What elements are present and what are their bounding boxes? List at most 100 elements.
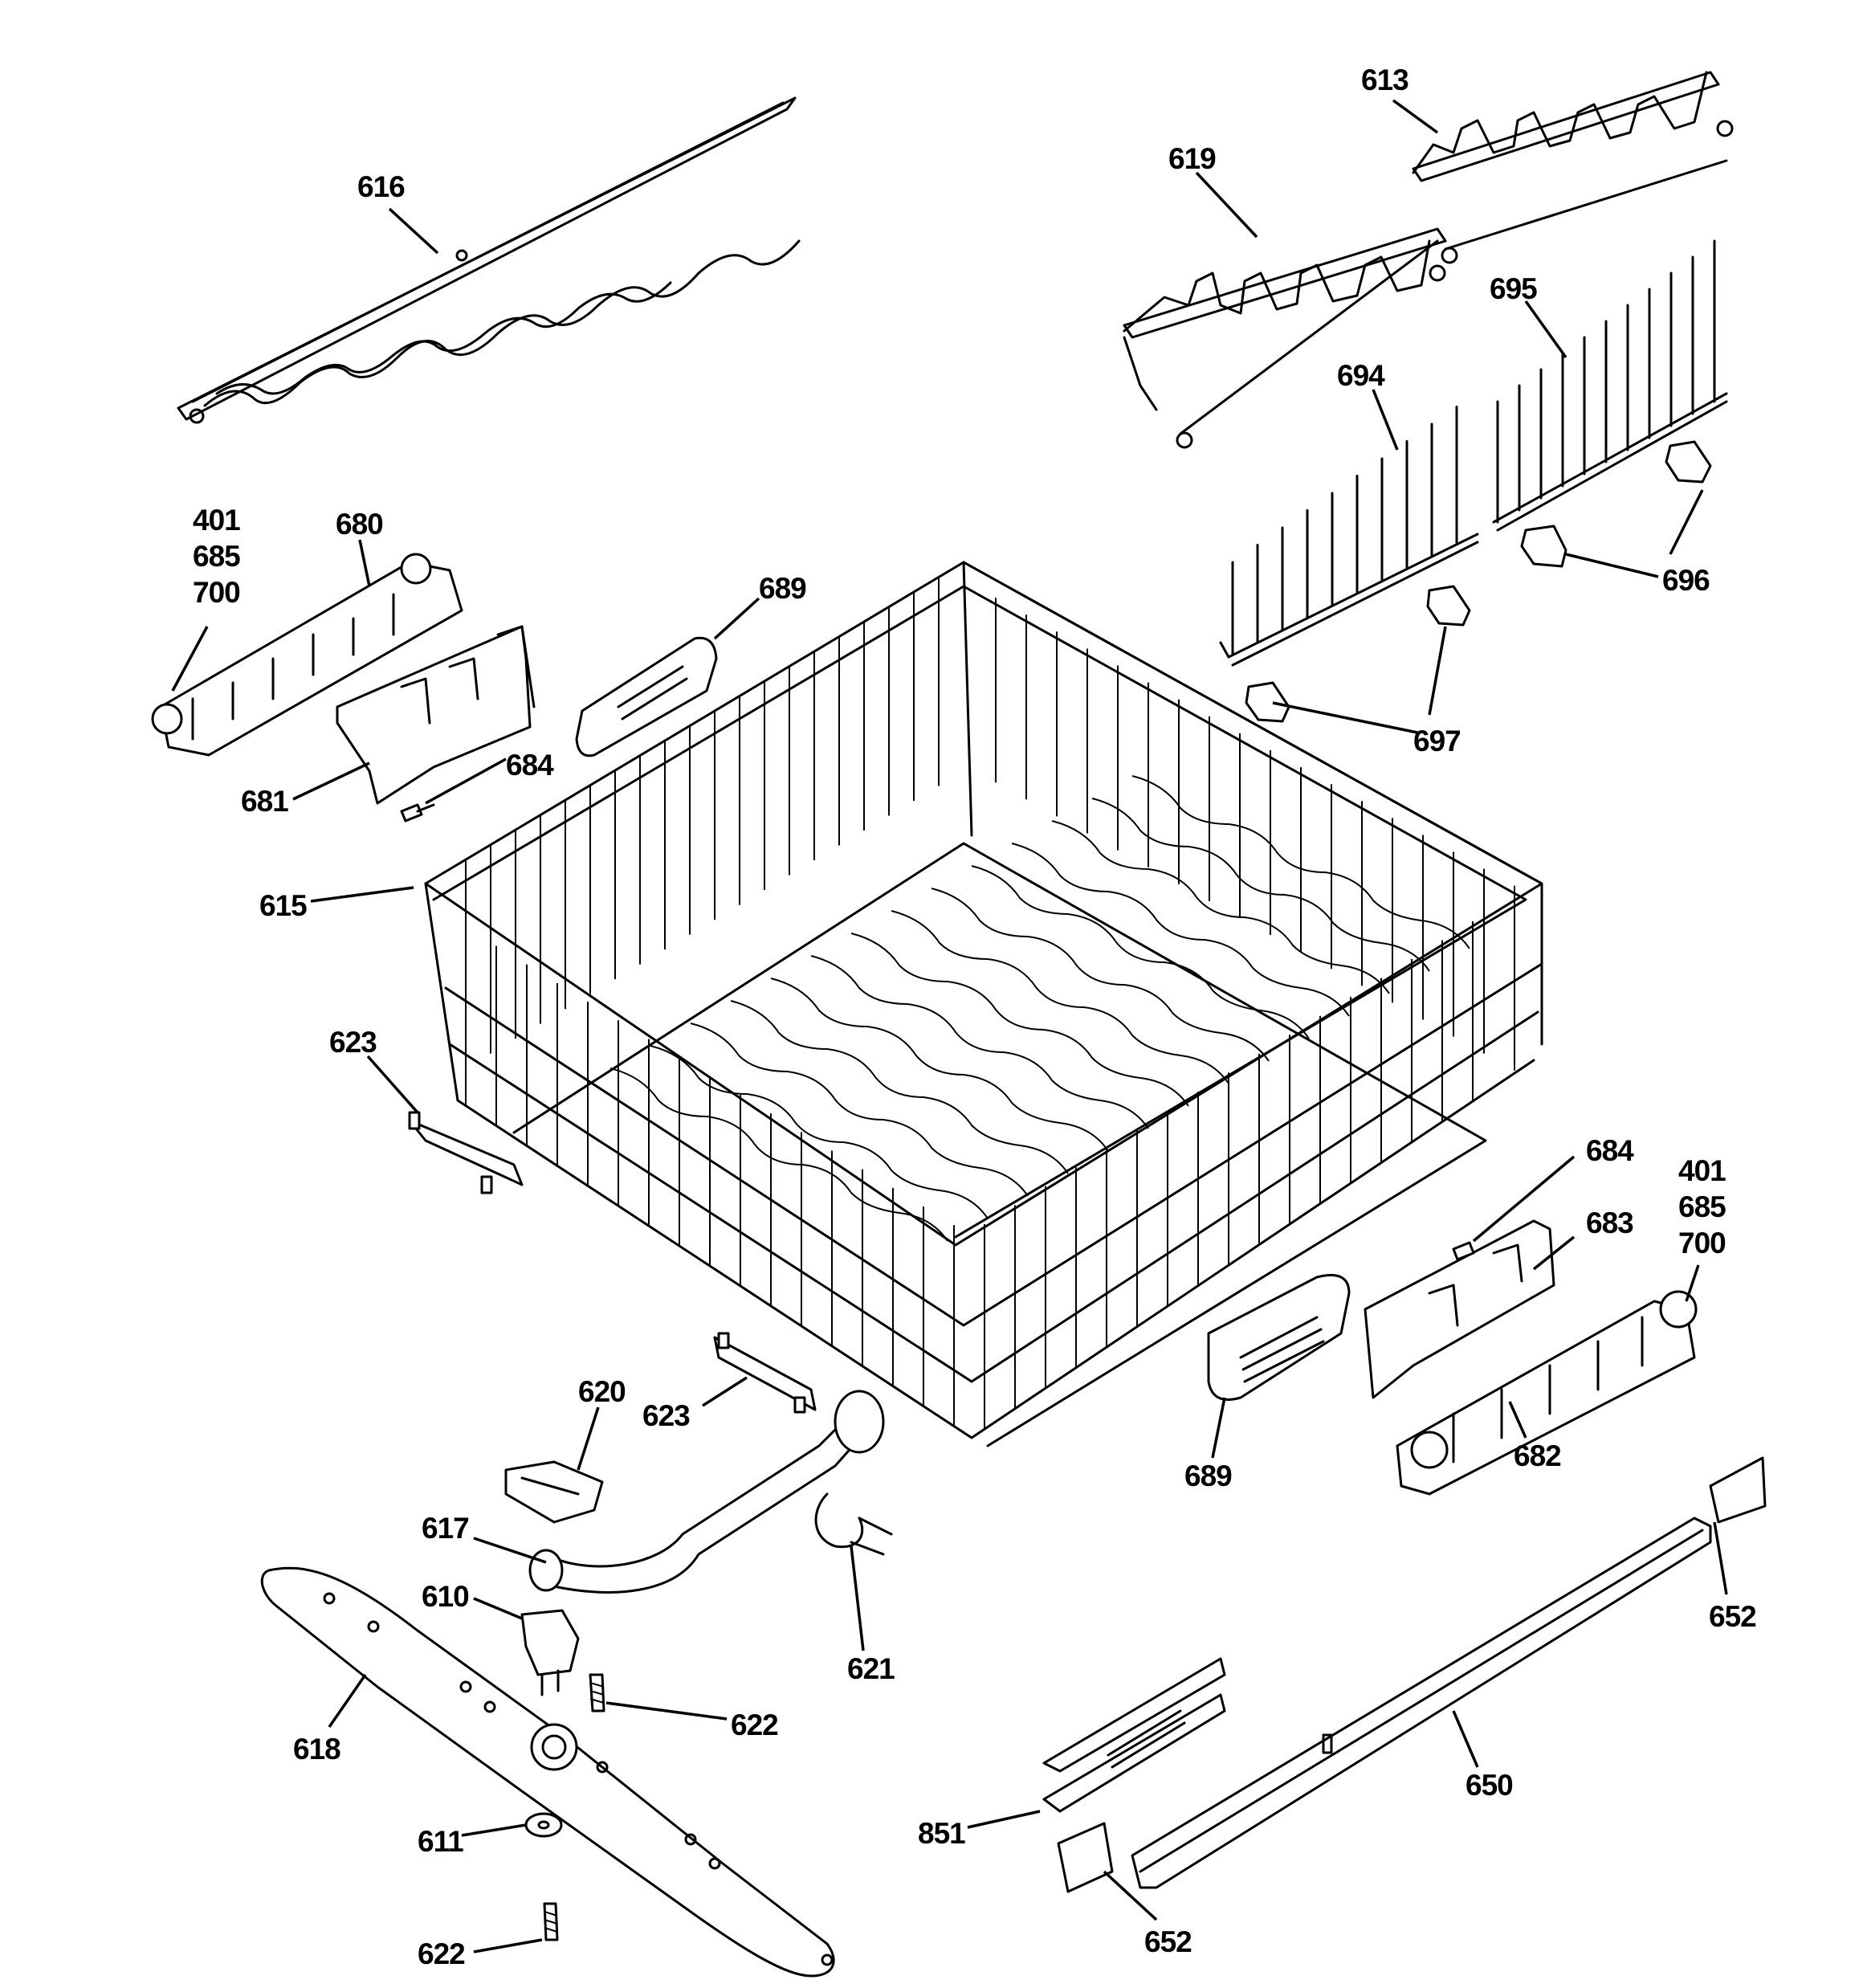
callout-610: 610 [422, 1580, 469, 1613]
callout-652-bottom: 652 [1144, 1925, 1192, 1958]
callout-650: 650 [1466, 1769, 1513, 1802]
callout-682: 682 [1514, 1439, 1561, 1472]
rack-adjuster-680 [151, 553, 463, 757]
wash-arm-618 [260, 1566, 835, 1978]
slide-851 [1042, 1657, 1226, 1813]
leader-615 [310, 886, 414, 903]
callout-681: 681 [241, 785, 288, 818]
leader-652b [1103, 1870, 1158, 1921]
tine-rack-694 [1219, 406, 1479, 667]
leader-619 [1195, 171, 1258, 239]
rack-floor-wire [1051, 820, 1390, 994]
leader-689a [713, 597, 760, 640]
leader-650 [1452, 1710, 1479, 1768]
leader-700b [1685, 1264, 1700, 1302]
leader-695 [1524, 300, 1567, 359]
rack-floor-wire [891, 910, 1229, 1084]
rack-bracket-681 [336, 625, 536, 805]
slide-rail-650 [1131, 1517, 1712, 1889]
callout-685-right: 685 [1678, 1190, 1726, 1223]
rack-bracket-683 [1364, 1219, 1555, 1399]
callout-684-right: 684 [1586, 1134, 1634, 1167]
callout-623-right: 623 [642, 1399, 690, 1432]
callout-685-left: 685 [193, 540, 240, 573]
callout-622-bottom: 622 [418, 1937, 465, 1970]
leader-622b [473, 1938, 543, 1953]
upper-rack-615 [424, 561, 1543, 1447]
callout-621: 621 [847, 1652, 895, 1685]
leader-681 [292, 761, 370, 801]
rack-adjuster-682 [1396, 1290, 1698, 1496]
leader-617 [473, 1537, 547, 1564]
callout-613: 613 [1361, 63, 1408, 96]
leader-689b [1211, 1397, 1226, 1459]
rack-floor-wire [810, 955, 1149, 1129]
leader-623b [702, 1376, 748, 1407]
callout-618: 618 [293, 1733, 340, 1766]
leader-696b [1669, 489, 1704, 555]
leader-621 [850, 1545, 865, 1651]
clip-696 [1520, 440, 1712, 568]
callout-617: 617 [422, 1512, 469, 1545]
cup-shelf-616 [177, 96, 801, 424]
wash-arm-hub-610 [520, 1609, 580, 1696]
callout-615: 615 [259, 889, 307, 922]
leader-684b [1472, 1155, 1576, 1243]
leader-682 [1508, 1401, 1527, 1439]
callout-611: 611 [418, 1825, 463, 1858]
rack-floor-wire [650, 1045, 989, 1219]
tine-row-613 [1412, 71, 1734, 264]
leader-684a [425, 757, 507, 805]
leader-616 [388, 207, 439, 255]
leader-683 [1532, 1235, 1576, 1271]
leader-697 [1272, 701, 1418, 734]
arm-cap-689-top [575, 636, 718, 757]
hose-clamp-621 [814, 1492, 893, 1556]
leader-622a [605, 1701, 728, 1721]
callout-695: 695 [1490, 272, 1537, 305]
callout-623-left: 623 [329, 1026, 377, 1059]
rack-floor-wire [730, 1000, 1069, 1174]
callout-700-right: 700 [1678, 1227, 1726, 1259]
rail-stop-652-top [1709, 1456, 1767, 1524]
rack-floor-wire [1091, 798, 1430, 972]
leader-lines [171, 99, 1728, 1953]
callout-401-right: 401 [1678, 1154, 1726, 1187]
callout-652-top: 652 [1709, 1600, 1756, 1633]
rack-floor-wire [609, 1067, 948, 1242]
callout-683: 683 [1586, 1206, 1633, 1239]
leader-611 [461, 1823, 527, 1837]
leader-697b [1428, 626, 1447, 716]
clip-697 [1245, 585, 1471, 723]
screw-622-bottom [543, 1902, 559, 1941]
callout-616: 616 [357, 170, 405, 203]
callout-694: 694 [1337, 359, 1385, 392]
screw-684-left [400, 803, 435, 823]
leader-620 [577, 1406, 600, 1471]
arm-cap-689-bottom [1207, 1274, 1351, 1401]
callout-700-left: 700 [193, 576, 240, 609]
rack-floor-wire [931, 888, 1270, 1062]
rack-floor-wire [1131, 775, 1470, 949]
callout-680: 680 [336, 508, 383, 541]
roller-rail-623-right [713, 1332, 817, 1414]
callout-620: 620 [578, 1375, 626, 1408]
callout-696: 696 [1662, 564, 1710, 597]
callout-619: 619 [1168, 142, 1216, 175]
screw-622-top [589, 1673, 605, 1712]
callout-689-top: 689 [759, 572, 806, 605]
leader-680 [358, 539, 371, 587]
washer-611 [524, 1812, 563, 1838]
callout-622-top: 622 [731, 1708, 778, 1741]
leader-694 [1372, 389, 1399, 451]
leader-700a [171, 626, 209, 692]
screw-684-right [1452, 1241, 1475, 1261]
leader-623a [366, 1055, 419, 1114]
clip-620 [504, 1460, 604, 1524]
callout-labels: 616 613 619 695 694 401 685 700 680 689 … [193, 63, 1757, 1970]
roller-rail-623-left [408, 1111, 524, 1194]
leader-613 [1392, 99, 1439, 134]
leader-652a [1713, 1521, 1728, 1595]
leader-610 [473, 1597, 523, 1620]
